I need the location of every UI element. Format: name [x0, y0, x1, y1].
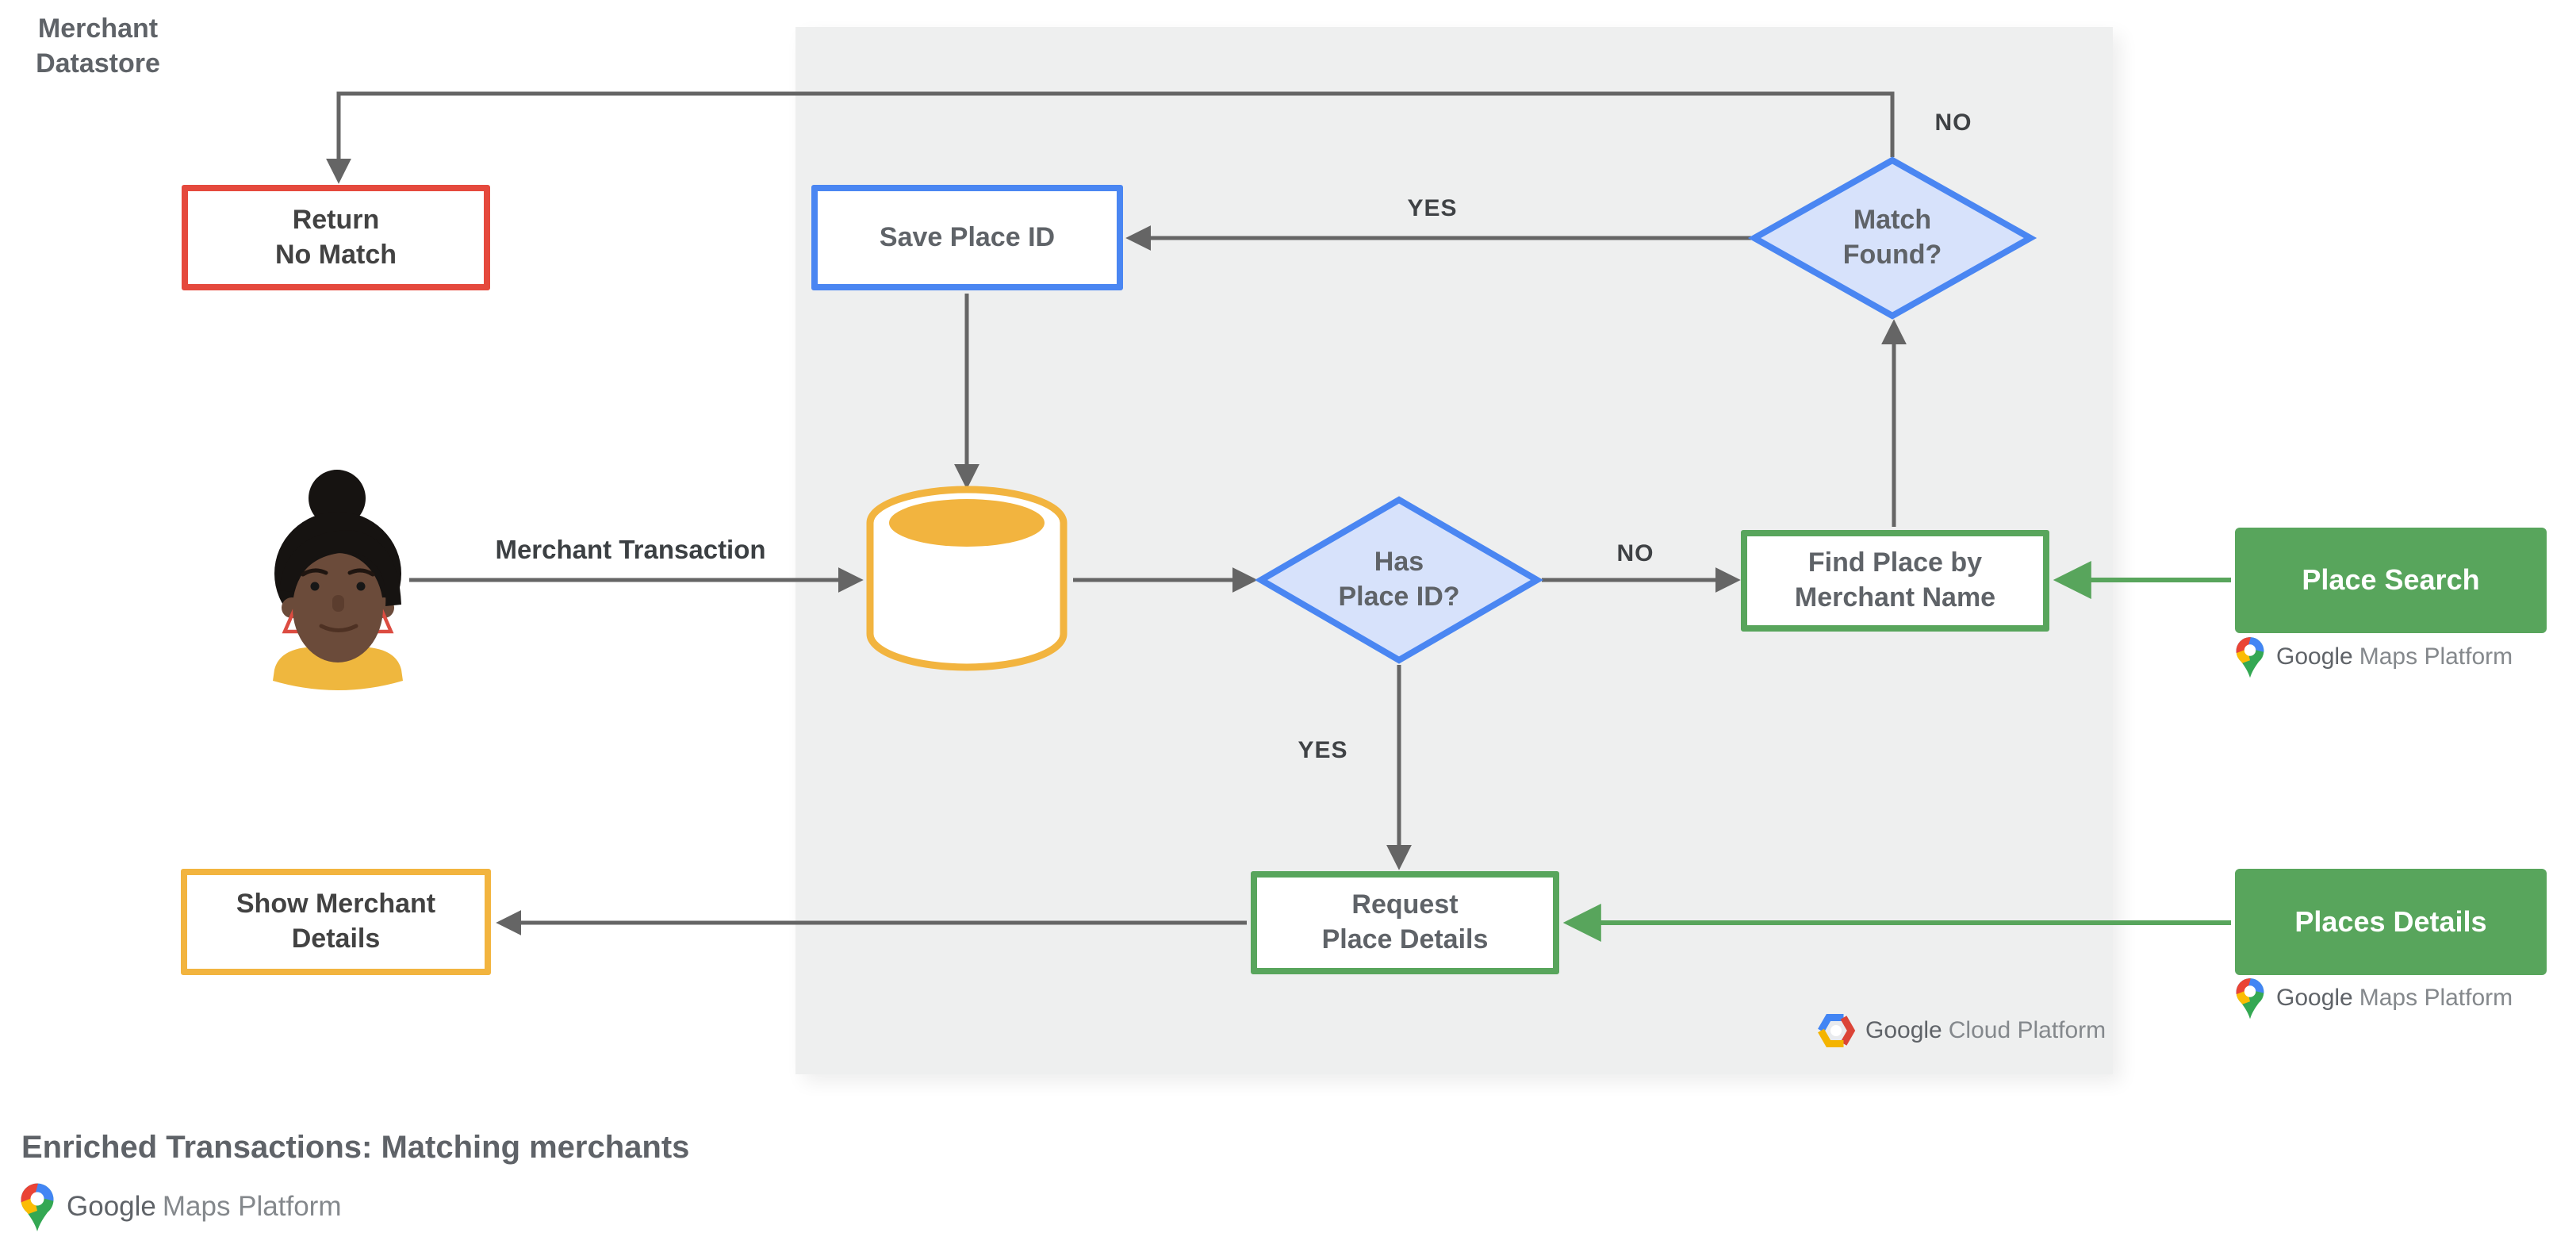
logo-text-maps-platform: Maps Platform [2359, 985, 2513, 1011]
logo-text-google: Google [67, 1191, 156, 1222]
edge-label-no-right: NO [1616, 540, 1654, 566]
logo-text-maps-platform: Maps Platform [2359, 643, 2513, 670]
node-return-no-match: Return No Match [182, 185, 490, 290]
decision-has-place-id-shape [1255, 496, 1543, 664]
decision-match-found-shape [1747, 156, 2037, 320]
logo-text-google: Google [2276, 643, 2353, 670]
api-node-places-details: Places Details [2235, 869, 2547, 975]
diagram-title: Enriched Transactions: Matching merchant… [21, 1130, 690, 1165]
edge-label-yes-down: YES [1298, 737, 1348, 763]
decision-has-place-id-label: Has Place ID? [1338, 547, 1460, 612]
edge-label-no-top: NO [1934, 109, 1972, 136]
logo-text-google: Google [1865, 1017, 1942, 1043]
decision-match-found-label: Match Found? [1842, 205, 1942, 270]
edge-label-yes-top: YES [1407, 195, 1458, 221]
node-save-place-id: Save Place ID [811, 185, 1123, 290]
maps-pin-icon [2233, 976, 2267, 1020]
edge-no-to-return-no-match [325, 91, 1895, 184]
edge-label-merchant-transaction: Merchant Transaction [495, 535, 766, 564]
logo-text-maps-platform: Maps Platform [162, 1191, 342, 1222]
merchant-datastore-label: Merchant Datastore [36, 13, 160, 79]
node-find-place-by-merchant-name: Find Place by Merchant Name [1741, 530, 2049, 632]
node-show-merchant-details: Show Merchant Details [181, 869, 491, 975]
logo-text-google: Google [2276, 985, 2353, 1011]
maps-pin-icon [2233, 635, 2267, 679]
user-avatar [273, 470, 403, 690]
merchant-datastore-shape [866, 486, 1068, 671]
api-node-place-search: Place Search [2235, 528, 2547, 633]
logo-text-cloud-platform: Cloud Platform [1948, 1017, 2106, 1043]
maps-pin-icon [17, 1181, 57, 1233]
node-request-place-details: Request Place Details [1251, 871, 1559, 974]
cloud-hexagon-icon [1816, 1012, 1856, 1049]
